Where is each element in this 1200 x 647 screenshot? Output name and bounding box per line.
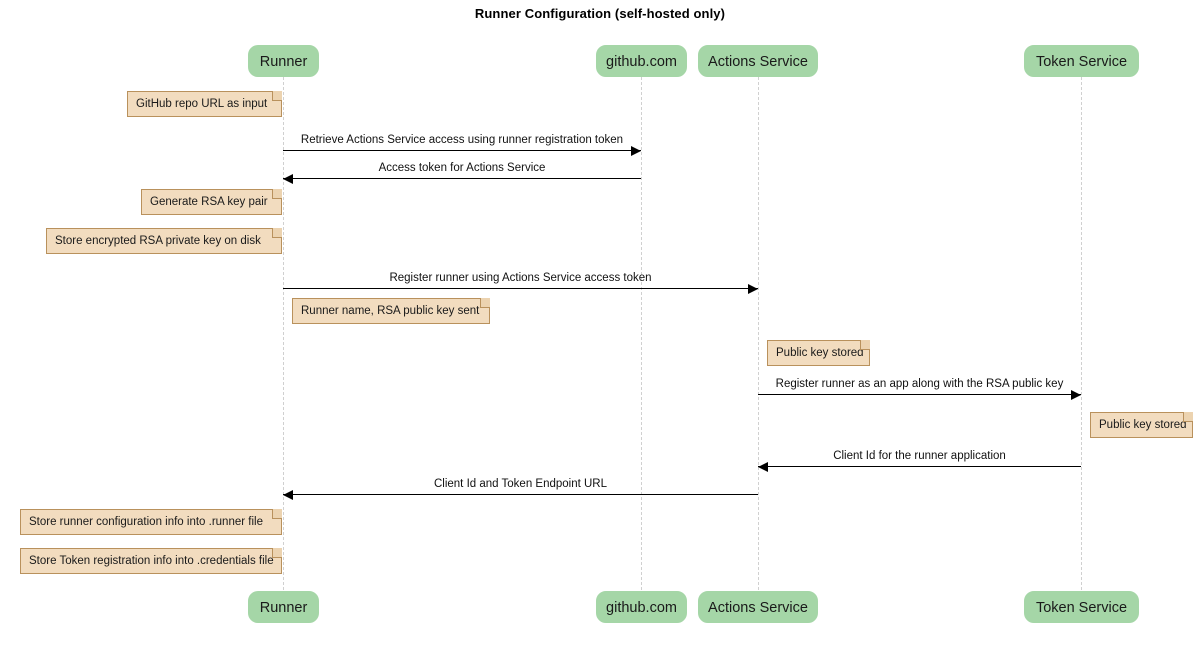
participant-runner-bottom[interactable]: Runner — [248, 591, 319, 623]
lifeline-token — [1081, 77, 1082, 590]
msg-access-token-label: Access token for Actions Service — [378, 162, 546, 174]
note-store-private-key-text: Store encrypted RSA private key on disk — [55, 235, 261, 247]
note-repo-url: GitHub repo URL as input — [127, 91, 282, 117]
participant-github-top[interactable]: github.com — [596, 45, 687, 77]
msg-retrieve-actions-access-line — [283, 150, 641, 151]
note-public-key-stored-token-text: Public key stored — [1099, 419, 1187, 431]
msg-client-id-runner-app-line — [758, 466, 1081, 467]
participant-token-top[interactable]: Token Service — [1024, 45, 1139, 77]
msg-client-id-runner-app-arrowhead — [758, 461, 768, 472]
lifeline-actions — [758, 77, 759, 590]
msg-client-id-token-endpoint-line — [283, 494, 758, 495]
note-store-private-key: Store encrypted RSA private key on disk — [46, 228, 282, 254]
note-fold-corner-icon — [272, 91, 282, 101]
note-store-runner-config: Store runner configuration info into .ru… — [20, 509, 282, 535]
note-runner-name-pubkey-text: Runner name, RSA public key sent — [301, 305, 480, 317]
msg-access-token-line — [283, 178, 641, 179]
lifeline-runner — [283, 77, 284, 590]
note-generate-rsa-text: Generate RSA key pair — [150, 196, 268, 208]
msg-client-id-runner-app-label: Client Id for the runner application — [833, 450, 1006, 462]
msg-register-runner-label: Register runner using Actions Service ac… — [389, 272, 652, 284]
note-fold-corner-icon — [860, 340, 870, 350]
diagram-title: Runner Configuration (self-hosted only) — [474, 6, 726, 21]
note-runner-name-pubkey: Runner name, RSA public key sent — [292, 298, 490, 324]
note-fold-corner-icon — [1183, 412, 1193, 422]
note-fold-corner-icon — [272, 509, 282, 519]
participant-token-bottom[interactable]: Token Service — [1024, 591, 1139, 623]
note-public-key-stored-actions: Public key stored — [767, 340, 870, 366]
msg-register-runner-line — [283, 288, 758, 289]
note-fold-corner-icon — [272, 228, 282, 238]
note-public-key-stored-token: Public key stored — [1090, 412, 1193, 438]
msg-register-runner-app-line — [758, 394, 1081, 395]
participant-actions-bottom[interactable]: Actions Service — [698, 591, 818, 623]
lifeline-github — [641, 77, 642, 590]
note-fold-corner-icon — [480, 298, 490, 308]
note-fold-corner-icon — [272, 548, 282, 558]
msg-client-id-token-endpoint-arrowhead — [283, 489, 293, 500]
participant-github-bottom[interactable]: github.com — [596, 591, 687, 623]
msg-register-runner-arrowhead — [748, 283, 758, 294]
participant-actions-top[interactable]: Actions Service — [698, 45, 818, 77]
msg-retrieve-actions-access-arrowhead — [631, 145, 641, 156]
note-generate-rsa: Generate RSA key pair — [141, 189, 282, 215]
msg-client-id-token-endpoint-label: Client Id and Token Endpoint URL — [433, 478, 608, 490]
msg-register-runner-app-arrowhead — [1071, 389, 1081, 400]
msg-retrieve-actions-access-label: Retrieve Actions Service access using ru… — [300, 134, 624, 146]
note-store-runner-config-text: Store runner configuration info into .ru… — [29, 516, 263, 528]
participant-runner-top[interactable]: Runner — [248, 45, 319, 77]
note-store-token-registration-text: Store Token registration info into .cred… — [29, 555, 274, 567]
note-repo-url-text: GitHub repo URL as input — [136, 98, 268, 110]
note-fold-corner-icon — [272, 189, 282, 199]
note-public-key-stored-actions-text: Public key stored — [776, 347, 864, 359]
note-store-token-registration: Store Token registration info into .cred… — [20, 548, 282, 574]
msg-access-token-arrowhead — [283, 173, 293, 184]
msg-register-runner-app-label: Register runner as an app along with the… — [775, 378, 1064, 390]
